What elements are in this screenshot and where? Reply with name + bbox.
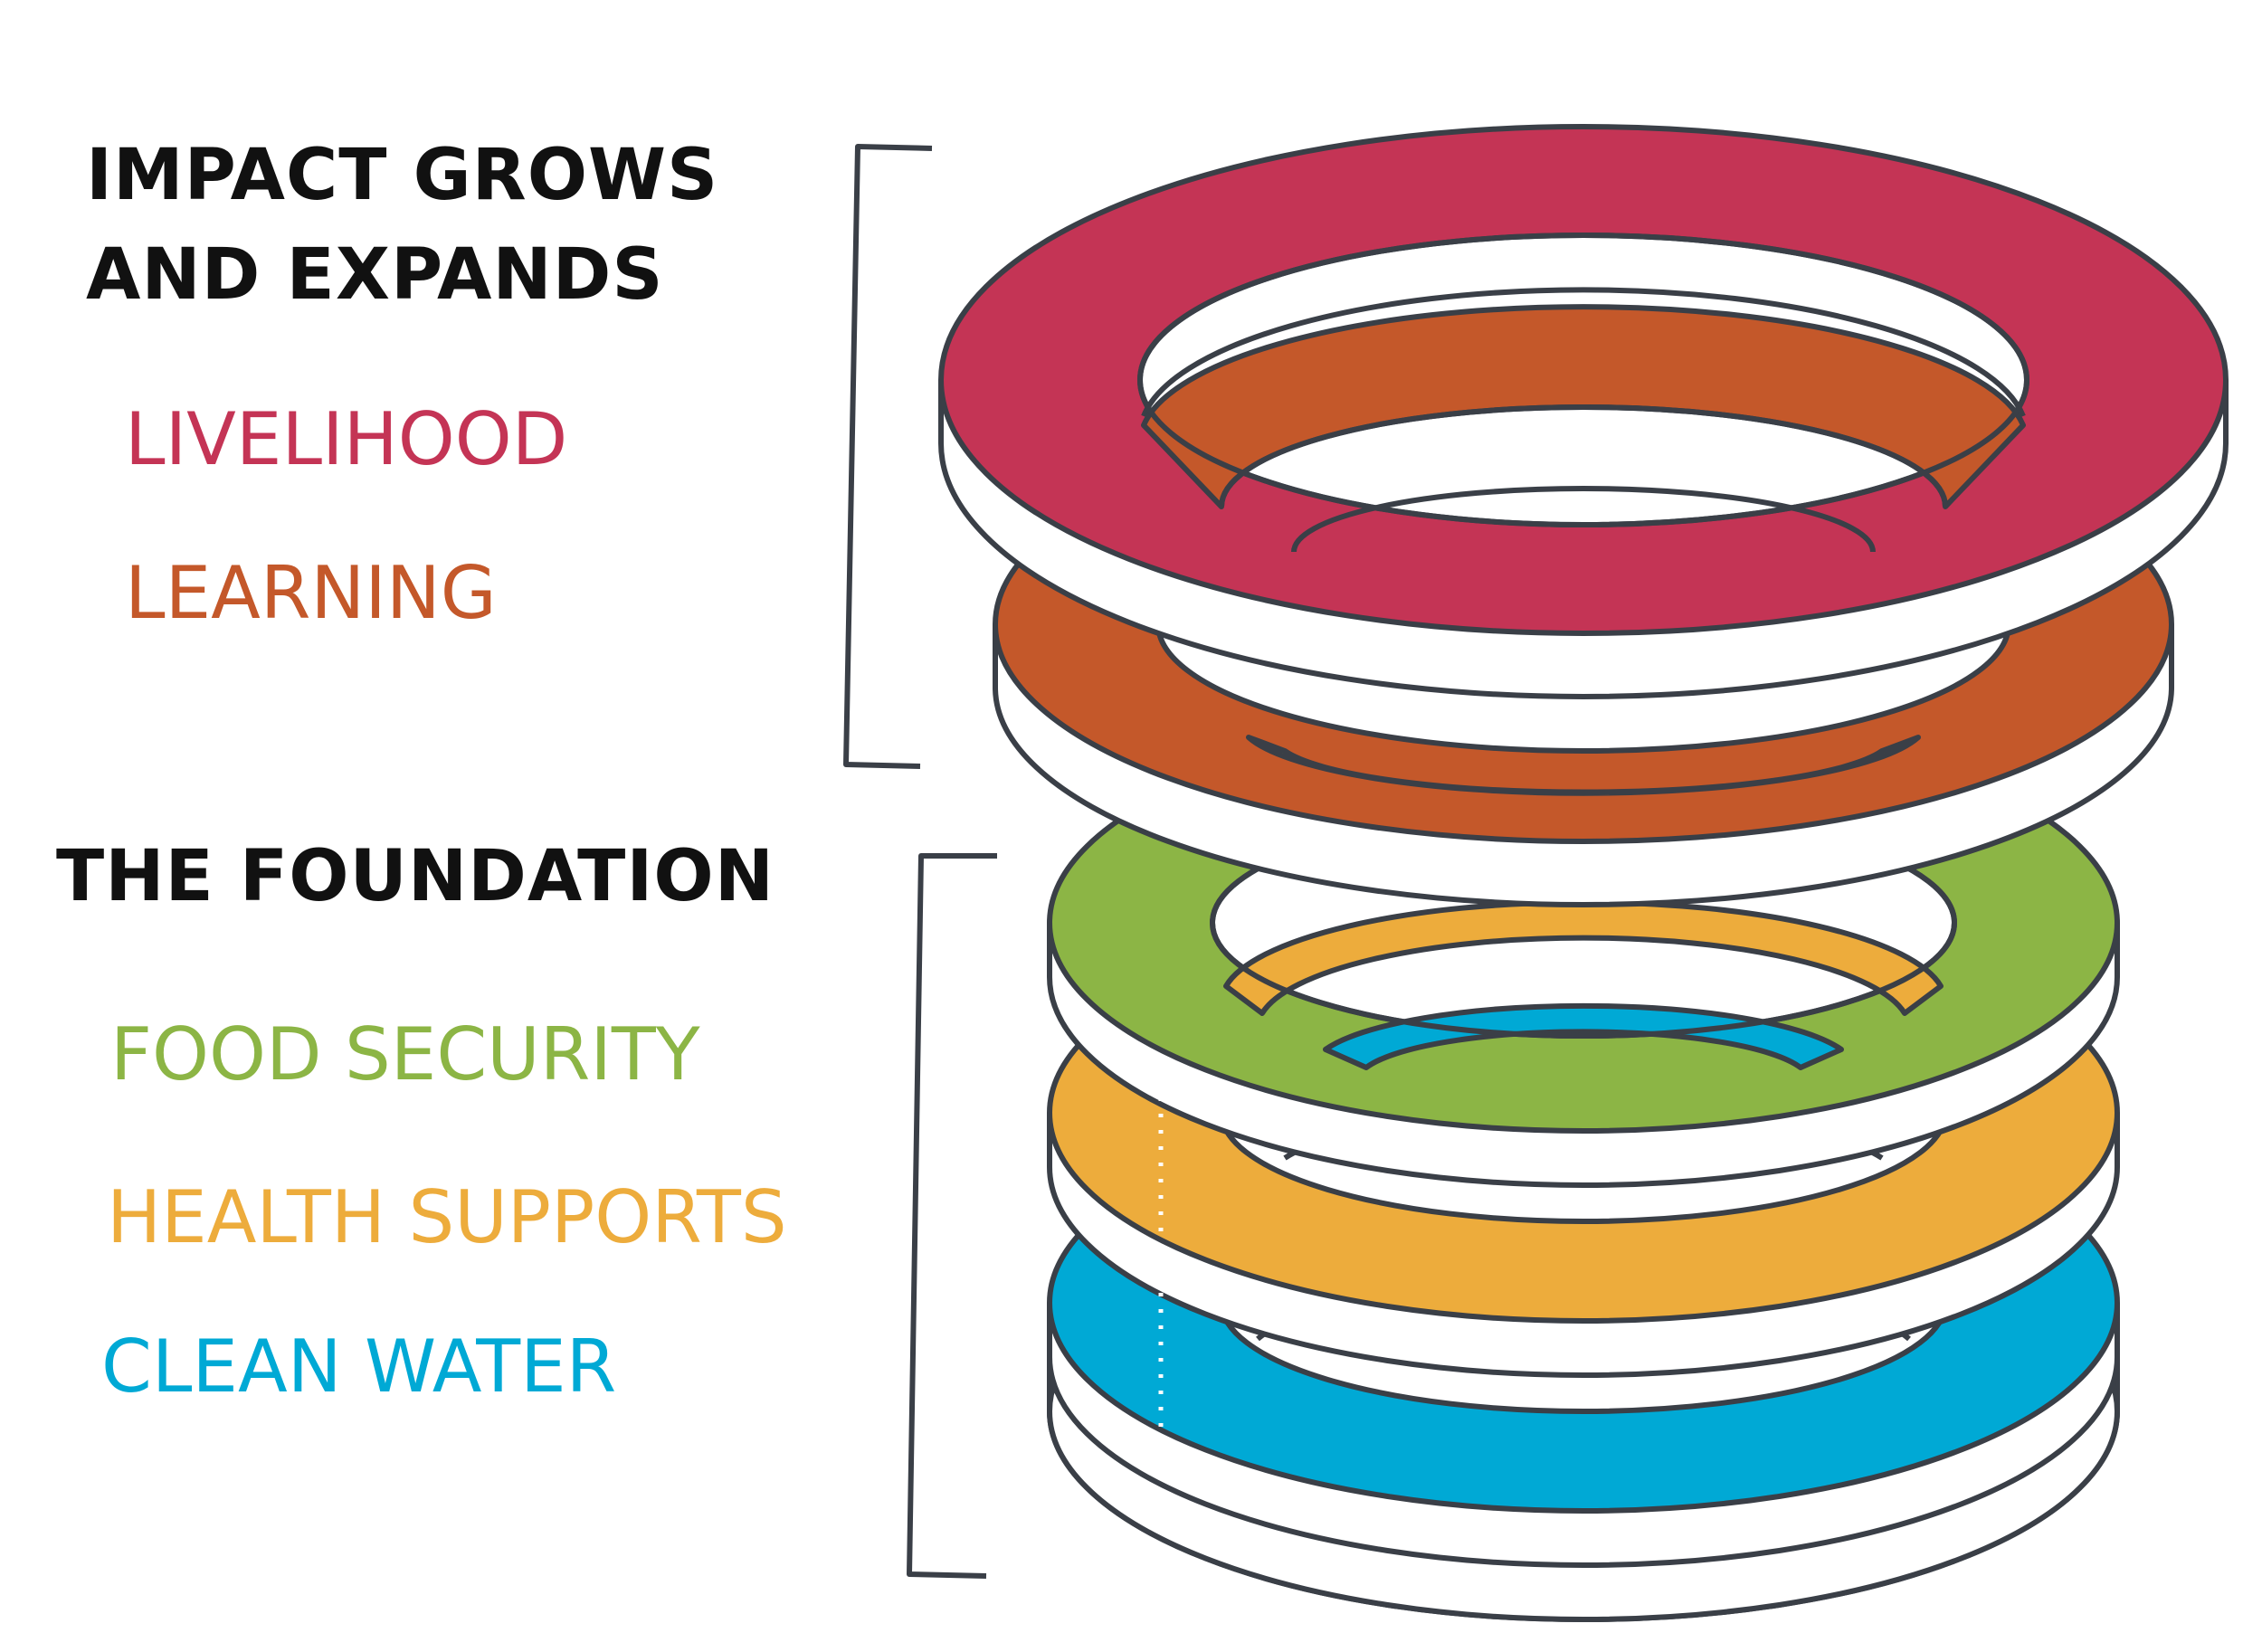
- foundation-bracket: [907, 853, 997, 1579]
- livelihood-label: LIVELIHOOD: [125, 397, 568, 481]
- health-supports-label: HEALTH SUPPORTS: [107, 1175, 787, 1259]
- impact-heading-line1: IMPACT GROWS: [86, 135, 719, 216]
- learning-label: LEARNING: [125, 551, 497, 635]
- foundation-heading: THE FOUNDATION: [56, 836, 775, 917]
- clean-water-label: CLEAN WATER: [101, 1324, 617, 1409]
- food-security-label: FOOD SECURITY: [110, 1012, 700, 1097]
- livelihood-ring: [938, 124, 2229, 699]
- impact-heading-line2: AND EXPANDS: [86, 234, 664, 316]
- impact-bracket: [843, 144, 933, 769]
